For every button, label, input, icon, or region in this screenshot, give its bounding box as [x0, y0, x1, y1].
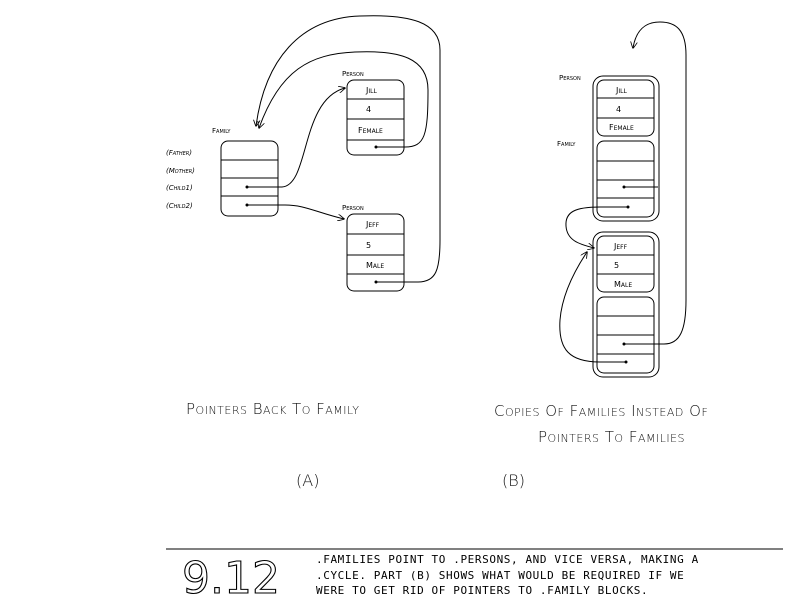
b-person-jill-outer — [592, 75, 660, 222]
family-slot-child2: (Child2) — [166, 202, 193, 210]
person-jeff-label: Person — [342, 204, 364, 212]
child2-to-jeff-arrow — [247, 204, 344, 219]
jeff-sex: Male — [366, 261, 384, 270]
b-person-jeff-outer — [592, 231, 660, 378]
figure-caption-block: 9.12 .Families point to .Persons, and vi… — [166, 548, 783, 605]
child1-to-jill-arrow — [247, 88, 345, 188]
person-jill-label: Person — [342, 70, 364, 78]
b-jeff-age: 5 — [614, 261, 619, 270]
person-jill-block — [346, 79, 405, 156]
jill-to-family-arrow — [259, 51, 429, 148]
family-slot-mother: (Mother) — [166, 167, 195, 175]
b-person-label: Person — [559, 74, 581, 82]
jill-name: Jill — [365, 86, 377, 95]
family-block — [220, 140, 279, 217]
b-jill-name: Jill — [615, 86, 627, 95]
b-jill-sex: Female — [609, 123, 634, 132]
person-jeff-block — [346, 213, 405, 292]
jill-sex: Female — [358, 126, 383, 135]
b-jeff-name: Jeff — [613, 242, 628, 251]
family-slot-child1: (Child1) — [166, 184, 193, 192]
b-jeff-child2-to-jeff-arrow — [559, 252, 626, 363]
family-label: Family — [212, 127, 231, 135]
jill-age: 4 — [366, 105, 371, 114]
b-jill-age: 4 — [616, 105, 621, 114]
panel-b: Person Family Jill 4 Female — [494, 21, 708, 490]
panel-a: Family (Father) (Mother) (Child1) (Child… — [166, 15, 441, 490]
figure-caption-line3: were to get rid of pointers to .Family b… — [316, 584, 648, 597]
family-slot-father: (Father) — [166, 149, 192, 157]
figure-caption-line2: .cycle. Part (b) shows what would be req… — [316, 569, 684, 582]
jeff-age: 5 — [366, 241, 371, 250]
figure-caption-line1: .Families point to .Persons, and vice ve… — [316, 553, 699, 566]
panel-a-label: (A) — [296, 471, 319, 490]
panel-b-caption-line1: Copies Of Families Instead Of — [494, 402, 708, 420]
b-jeff-child1-to-jill-arrow — [624, 21, 687, 345]
b-jeff-sex: Male — [614, 280, 632, 289]
figure-number: 9.12 — [182, 553, 280, 604]
panel-a-caption: Pointers Back To Family — [186, 400, 359, 418]
b-jill-child2-to-jeff-arrow — [565, 206, 628, 248]
panel-b-caption-line2: Pointers To Families — [538, 428, 685, 446]
panel-b-label: (B) — [502, 471, 525, 490]
jeff-name: Jeff — [365, 220, 380, 229]
b-family-label: Family — [557, 140, 576, 148]
jeff-to-family-arrow — [256, 15, 441, 283]
